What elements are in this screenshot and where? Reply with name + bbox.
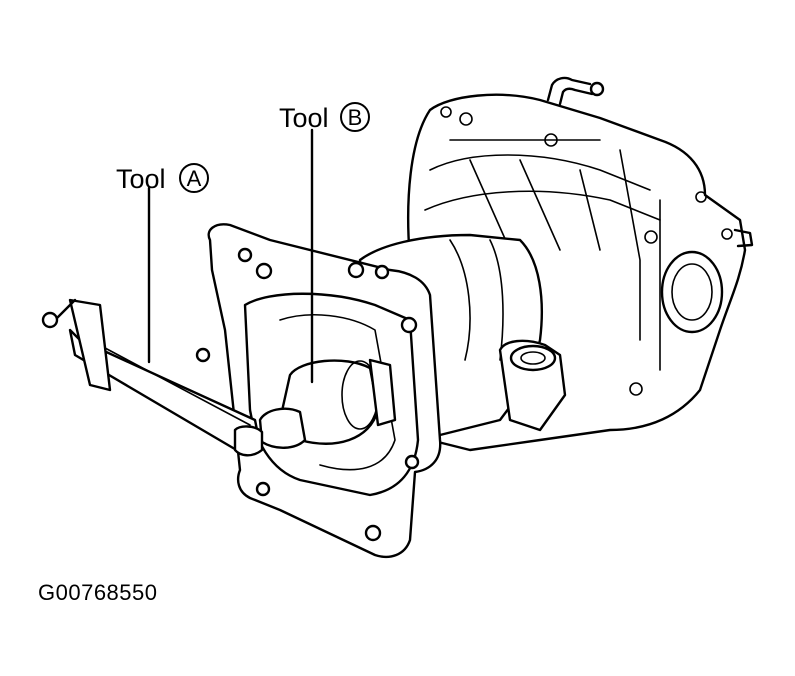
tool-a-letter: A: [187, 166, 202, 191]
tool-b-letter: B: [348, 105, 363, 130]
tool-b-socket: [258, 358, 397, 449]
figure-id: G00768550: [38, 580, 158, 605]
tool-a-label-text: Tool: [116, 164, 166, 194]
tool-b-letter-circle: [340, 102, 370, 132]
tool-b-label-text: Tool: [279, 103, 329, 133]
tool-a-label: Tool A: [116, 163, 209, 194]
tool-a-letter-circle: [179, 163, 209, 193]
tool-b-label: Tool B: [279, 102, 370, 133]
tool-a-bar: [41, 298, 264, 457]
